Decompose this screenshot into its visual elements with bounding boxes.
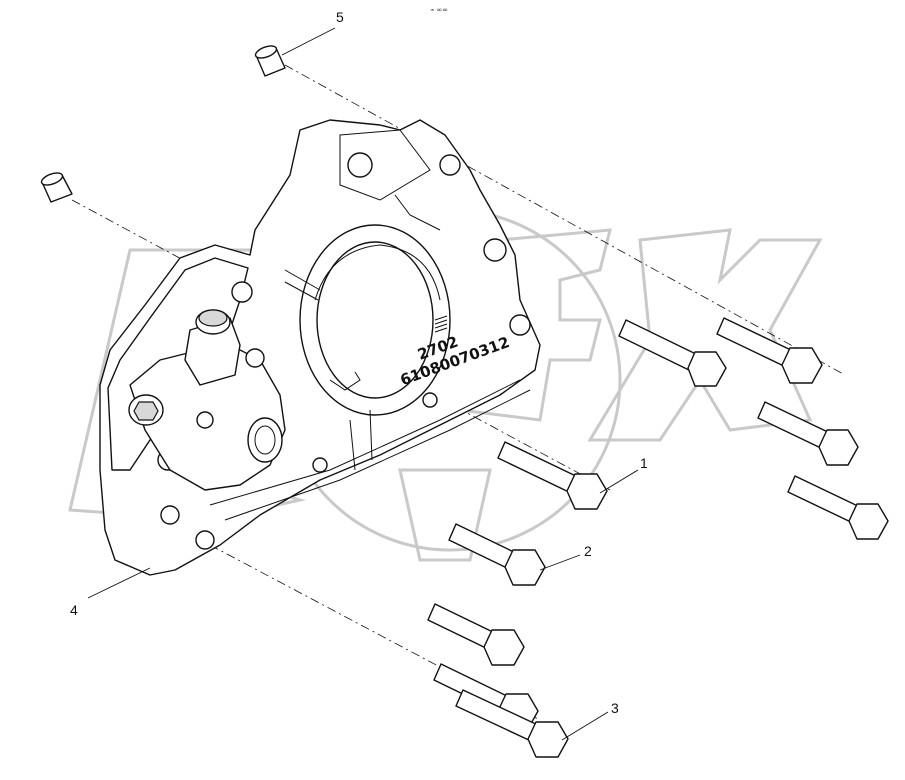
bolt [716,317,823,384]
callout-leaders [87,27,639,741]
bolt [497,441,608,510]
callout-4: 4 [70,602,78,618]
callout-2: 2 [584,543,592,559]
bolt [757,401,859,466]
callout-1: 1 [640,455,648,471]
bolt [448,523,546,586]
bolt [787,475,889,540]
flywheel-housing: 2702 61080070312 [99,119,541,576]
bolt [618,319,727,387]
dowel-sleeve-lower [40,172,73,203]
callout-5: 5 [336,9,344,25]
dowel-sleeve-upper [254,45,286,77]
bolt-set [427,317,889,758]
bolt [427,603,525,666]
callout-3: 3 [611,700,619,716]
bolt [455,689,569,758]
header-mark: ⌁ ∞∞ [430,6,448,14]
